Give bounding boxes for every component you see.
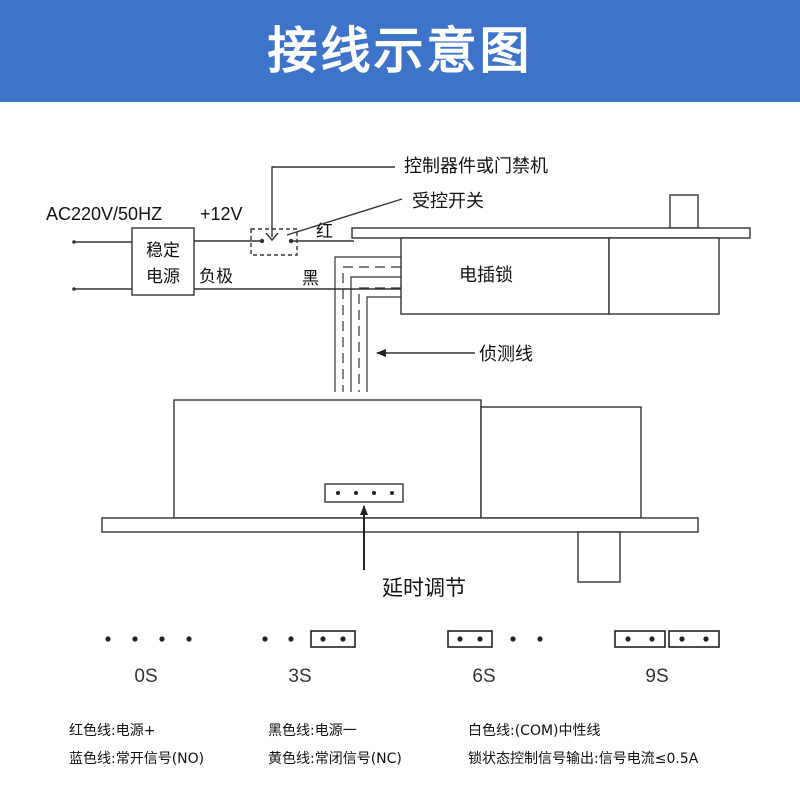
switch-dashed-box	[250, 228, 298, 256]
page-title: 接线示意图	[267, 22, 533, 80]
ac-terminal-bottom	[72, 287, 76, 291]
header-pin	[336, 491, 340, 495]
legend-red: 红色线:电源+	[69, 723, 156, 739]
power-supply-box	[131, 227, 195, 296]
ac-terminal-top	[72, 240, 76, 244]
controller-label: 控制器件或门禁机	[404, 156, 548, 177]
lock-label: 电插锁	[459, 265, 513, 286]
switch-leader	[286, 198, 403, 236]
header-pin	[390, 491, 394, 495]
controller-bottom-block	[577, 531, 621, 583]
lock-bolt-housing	[608, 237, 720, 315]
jumper-setting-9s	[614, 630, 720, 648]
lock-bolt-top	[669, 194, 699, 229]
negative-label: 负极	[199, 267, 233, 287]
header-banner	[0, 0, 800, 102]
lock-body	[400, 237, 610, 315]
legend-white: 白色线:(COM)中性线	[468, 723, 601, 739]
switch-contact-left	[259, 238, 265, 244]
jumper-label-6s: 6S	[472, 666, 495, 687]
wire-4	[358, 287, 401, 392]
wire-1	[334, 256, 401, 392]
switch-arrow	[265, 232, 279, 242]
ac-input-label: AC220V/50HZ	[46, 204, 162, 224]
legend-status: 锁状态控制信号输出:信号电流≤0.5A	[468, 751, 699, 767]
plus12v-label: +12V	[200, 204, 243, 224]
controller-side-box	[480, 406, 642, 519]
wire-2	[342, 266, 401, 392]
header-pin	[354, 491, 358, 495]
controlled-switch-label: 受控开关	[412, 191, 484, 212]
jumper-label-0s: 0S	[134, 666, 157, 687]
jumper-label-3s: 3S	[288, 666, 311, 687]
controller-line	[271, 166, 395, 237]
psu-label-line2: 电源	[146, 267, 180, 287]
jumper-setting-0s	[105, 636, 192, 642]
legend-blue: 蓝色线:常开信号(NO)	[69, 751, 205, 767]
black-wire-label: 黑	[302, 269, 319, 289]
wire-5	[366, 296, 401, 392]
detect-wire-label: 侦测线	[479, 344, 533, 365]
jumper-label-9s: 9S	[645, 666, 668, 687]
switch-contact-right	[288, 238, 294, 244]
legend-yellow: 黄色线:常闭信号(NC)	[268, 751, 402, 767]
controller-mounting-plate	[101, 517, 699, 533]
red-wire-label: 红	[316, 222, 333, 242]
header-pin	[372, 491, 376, 495]
legend-black: 黑色线:电源一	[268, 723, 357, 739]
delay-jumper-header	[324, 483, 404, 503]
jumper-setting-3s	[262, 630, 356, 648]
delay-adjust-label: 延时调节	[382, 576, 466, 600]
lock-mounting-plate	[351, 227, 751, 239]
jumper-setting-6s	[447, 630, 543, 648]
psu-label-line1: 稳定	[146, 241, 180, 261]
wire-3	[350, 276, 401, 392]
